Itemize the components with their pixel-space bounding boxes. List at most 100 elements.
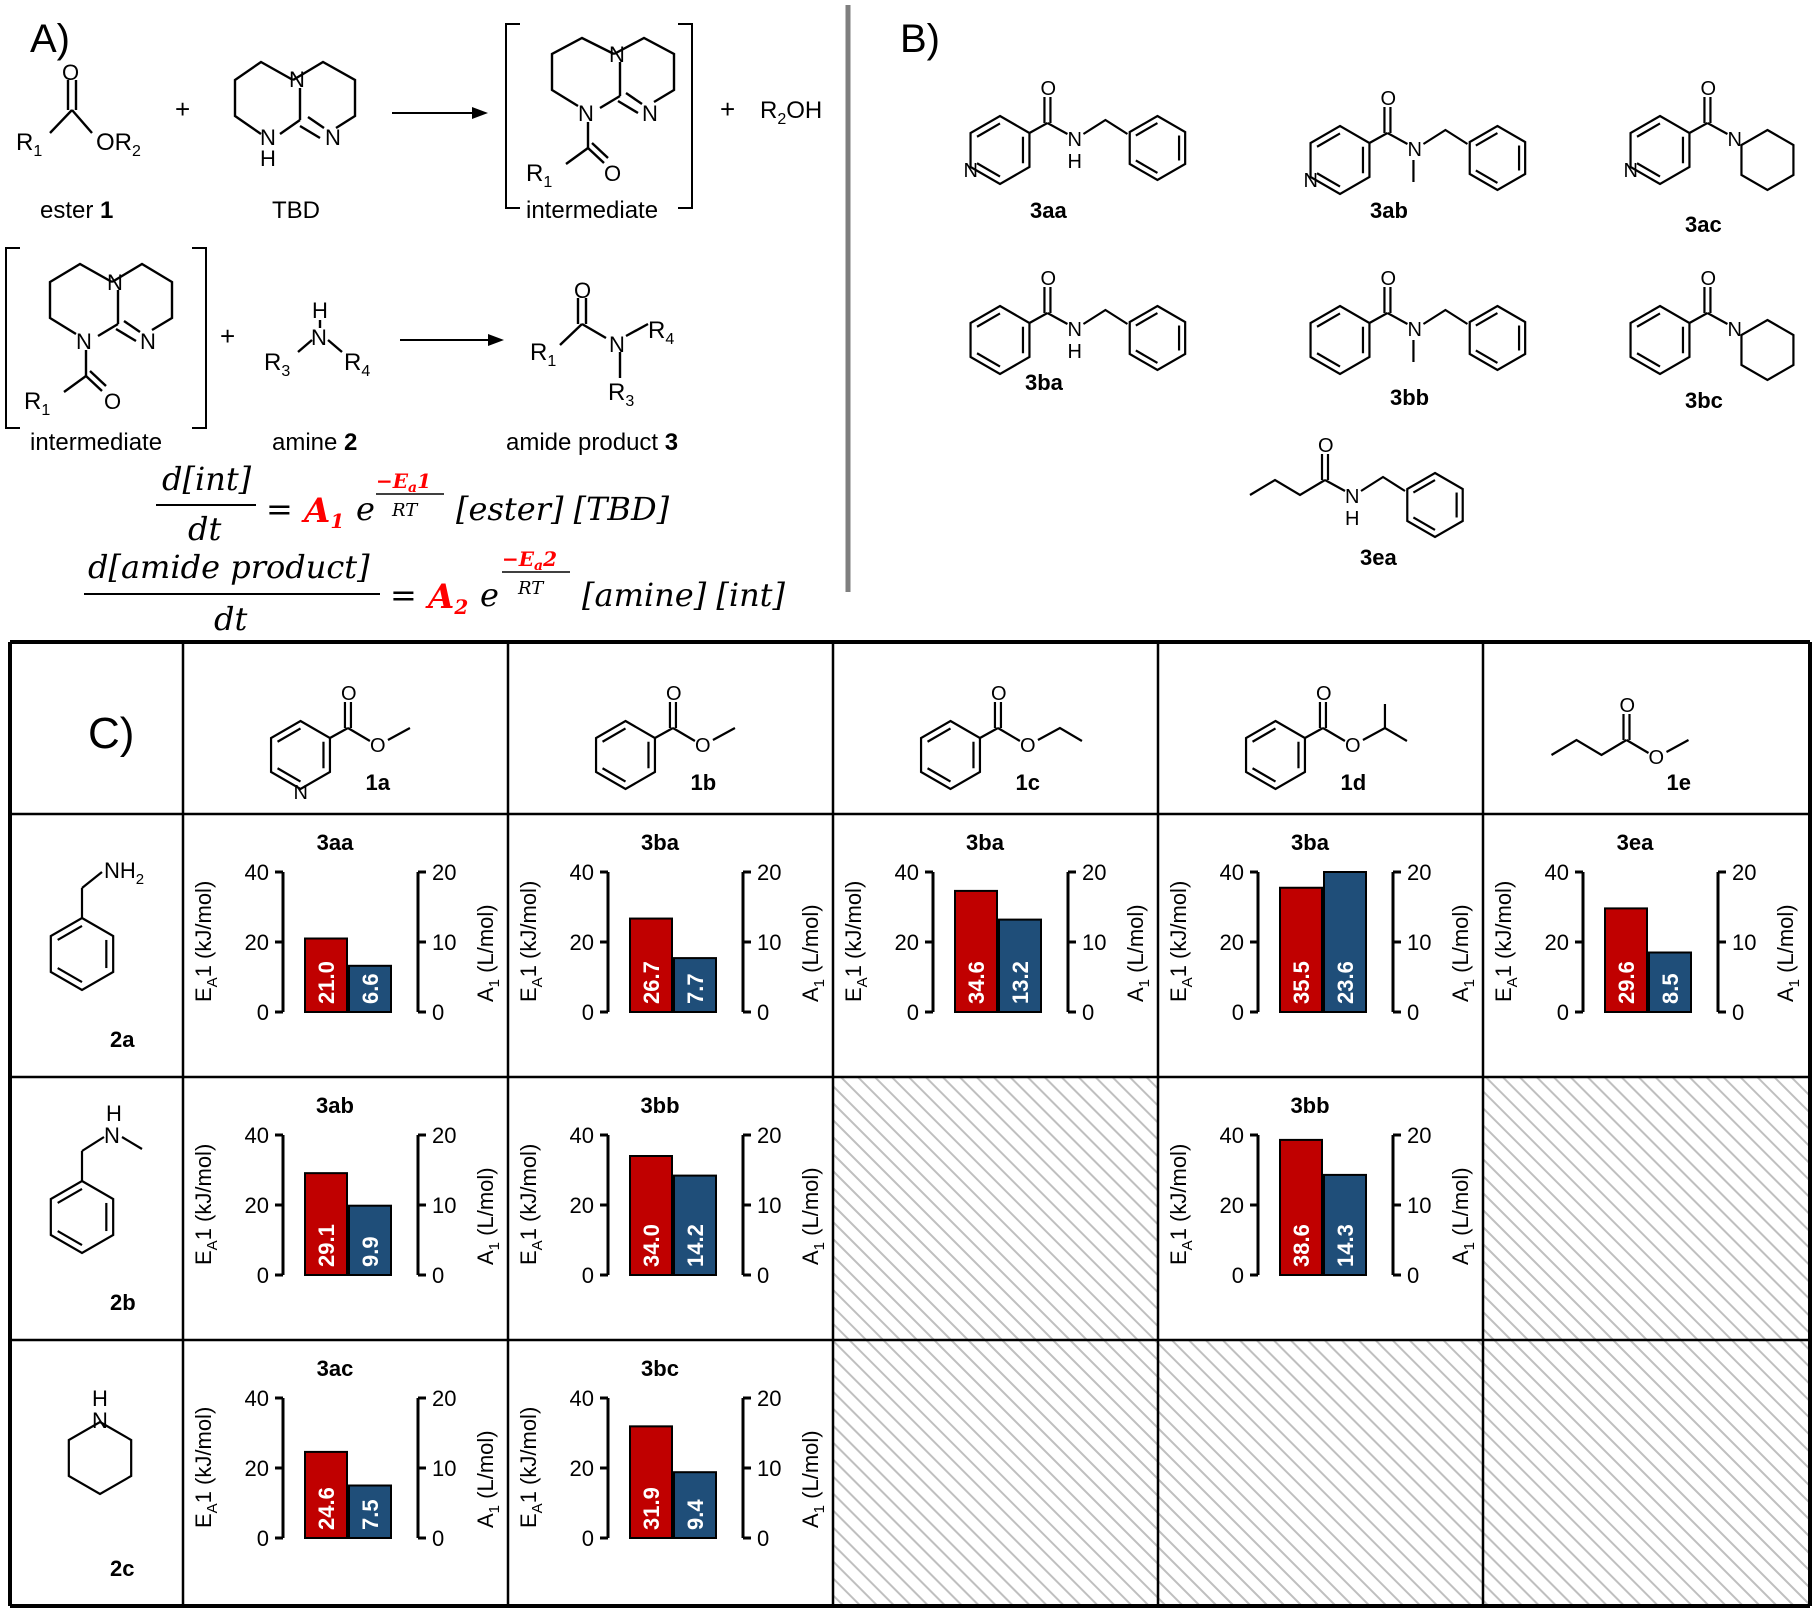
eq1-equals: = bbox=[266, 490, 293, 528]
aromatic-bond bbox=[1251, 727, 1277, 743]
amine-label-2b: 2b bbox=[110, 1290, 136, 1315]
right-tick-label: 20 bbox=[1407, 1123, 1431, 1148]
product-label-3ba: 3ba bbox=[1025, 370, 1064, 395]
ea-value-label: 34.0 bbox=[639, 1224, 664, 1267]
aromatic-bond bbox=[601, 727, 627, 743]
a-value-label: 7.7 bbox=[683, 973, 708, 1004]
bond bbox=[1324, 479, 1346, 492]
int1-n-right: N bbox=[642, 101, 658, 126]
amine-r4: R4 bbox=[344, 349, 370, 380]
ea-value-label: 26.7 bbox=[639, 961, 664, 1004]
empty-cell-2b-1e bbox=[1483, 1077, 1810, 1340]
aromatic-bond bbox=[1135, 159, 1158, 174]
eq1-lhs-den: dt bbox=[188, 510, 221, 548]
aromatic-bond bbox=[976, 162, 1001, 178]
ester-structure bbox=[49, 80, 93, 134]
carbonyl-o: O bbox=[341, 683, 357, 705]
ea-value-label: 29.6 bbox=[1614, 961, 1639, 1004]
pyridine-n: N bbox=[964, 160, 978, 182]
right-tick-label: 20 bbox=[432, 860, 456, 885]
left-tick-label: 0 bbox=[257, 1000, 269, 1025]
int2-n-top: N bbox=[107, 270, 123, 295]
bond bbox=[654, 727, 674, 739]
chart-title: 3ea bbox=[1617, 830, 1654, 855]
right-tick-label: 20 bbox=[432, 1123, 456, 1148]
bond bbox=[347, 727, 371, 742]
ring-bond bbox=[1128, 304, 1187, 372]
right-tick-label: 0 bbox=[1082, 1000, 1094, 1025]
piperidine-n: N bbox=[92, 1408, 108, 1433]
arrowhead-1 bbox=[472, 107, 488, 119]
right-tick-label: 10 bbox=[1407, 1193, 1431, 1218]
carbonyl-o: O bbox=[666, 683, 682, 705]
aromatic-bond bbox=[1475, 312, 1498, 327]
aromatic-bond bbox=[1316, 172, 1341, 188]
left-tick-label: 40 bbox=[1220, 860, 1244, 885]
amide-n: N bbox=[1067, 319, 1081, 341]
amide-h: H bbox=[1067, 151, 1081, 173]
empty-cell-2c-1d bbox=[1158, 1340, 1483, 1606]
rate-equation-2: d[amide product] dt = A2 e −Ea2 RT [amin… bbox=[84, 547, 786, 638]
bond bbox=[1046, 122, 1068, 135]
aromatic-bond bbox=[1251, 767, 1277, 783]
ring-bond bbox=[1468, 304, 1527, 372]
amide-n: N bbox=[1345, 486, 1359, 508]
right-axis-title: A1 (L/mol) bbox=[798, 904, 828, 1002]
aromatic-bond bbox=[1636, 312, 1661, 328]
a-bar bbox=[673, 1471, 717, 1539]
ester-caption: ester 1 bbox=[40, 197, 113, 224]
carbonyl-o: O bbox=[991, 683, 1007, 705]
ea-value-label: 34.6 bbox=[964, 961, 989, 1004]
ea-bar bbox=[629, 1155, 673, 1276]
bond bbox=[1304, 727, 1324, 739]
amine-label-2a: 2a bbox=[110, 1027, 135, 1052]
panel-a: A) O R1 OR2 ester 1 + N N H N TBD bbox=[5, 17, 822, 638]
left-tick-label: 40 bbox=[570, 860, 594, 885]
ester-label-1b: 1b bbox=[691, 770, 717, 795]
ester-o: O bbox=[370, 735, 386, 757]
empty-cell-2c-1e bbox=[1483, 1340, 1810, 1606]
plus-1: + bbox=[175, 94, 190, 124]
int1-r1: R1 bbox=[526, 160, 552, 191]
eq2-exp-den: RT bbox=[517, 578, 545, 599]
left-tick-label: 0 bbox=[582, 1526, 594, 1551]
left-axis-title: EA1 (kJ/mol) bbox=[841, 881, 871, 1002]
bond bbox=[1386, 312, 1408, 325]
aromatic-bond bbox=[1316, 352, 1341, 368]
right-tick-label: 0 bbox=[1407, 1263, 1419, 1288]
empty-cell-2b-1c bbox=[833, 1077, 1158, 1340]
right-tick-label: 20 bbox=[757, 1386, 781, 1411]
a-bar bbox=[998, 918, 1042, 1013]
right-tick-label: 20 bbox=[1407, 860, 1431, 885]
left-tick-label: 20 bbox=[570, 1193, 594, 1218]
aromatic-bond bbox=[1636, 122, 1661, 138]
ea-value-label: 35.5 bbox=[1289, 961, 1314, 1004]
ring-bond bbox=[1468, 124, 1527, 192]
eq1-a1: A1 bbox=[301, 491, 344, 533]
bond bbox=[329, 727, 349, 739]
chart-title: 3ab bbox=[316, 1093, 354, 1118]
benzyl-bond bbox=[1360, 475, 1406, 492]
right-axis-title: A1 (L/mol) bbox=[1448, 1167, 1478, 1265]
ester-o: O bbox=[1345, 735, 1361, 757]
product-label-3aa: 3aa bbox=[1030, 198, 1067, 223]
ester-label-1d: 1d bbox=[1341, 770, 1367, 795]
amide-n: N bbox=[1067, 129, 1081, 151]
benzyl-bond bbox=[1082, 118, 1129, 135]
right-tick-label: 20 bbox=[1082, 860, 1106, 885]
amide-r1: R1 bbox=[530, 339, 556, 370]
a-bar bbox=[348, 1204, 392, 1276]
aromatic-bond bbox=[1135, 312, 1158, 327]
tbd-n-right: N bbox=[325, 125, 341, 150]
right-tick-label: 0 bbox=[757, 1263, 769, 1288]
panel-c: NOO1aOO1bOO1cOO1dOO1eNH22aNH2bNH2c3aa020… bbox=[8, 640, 1812, 1608]
aromatic-bond bbox=[1316, 312, 1341, 328]
a-bar bbox=[1323, 1173, 1367, 1277]
carbonyl-o: O bbox=[1620, 695, 1636, 717]
